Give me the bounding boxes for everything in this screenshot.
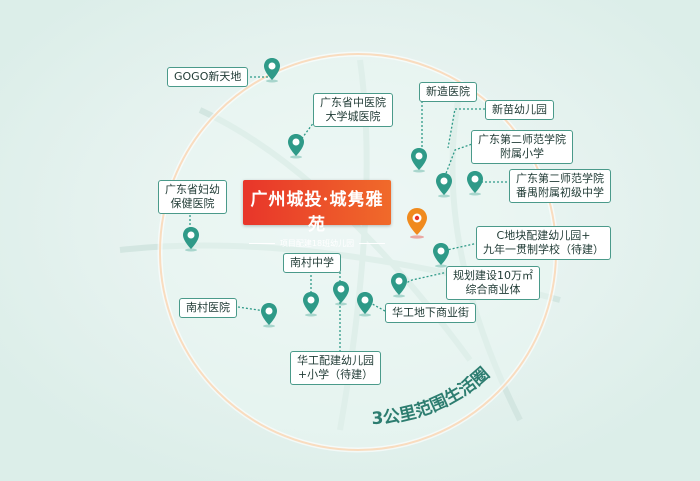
poi-label-xinmiao-kindergarten[interactable]: 新苗幼儿园 — [485, 100, 554, 120]
map-pin-icon[interactable] — [301, 291, 321, 317]
map-pin-icon[interactable] — [389, 272, 409, 298]
map-pin-icon[interactable] — [434, 172, 454, 198]
poi-label-c-plot-school[interactable]: C地块配建幼儿园+ 九年一贯制学校（待建） — [476, 226, 611, 260]
map-pin-icon[interactable] — [465, 170, 485, 196]
project-location-pin-icon[interactable] — [405, 207, 429, 239]
map-pin-icon[interactable] — [355, 291, 375, 317]
poi-label-nancun-hospital[interactable]: 南村医院 — [179, 298, 237, 318]
poi-label-maternal-hospital[interactable]: 广东省妇幼 保健医院 — [158, 180, 227, 214]
project-title: 广州城投·城隽雅苑 — [250, 190, 384, 235]
poi-label-second-normal-primary[interactable]: 广东第二师范学院 附属小学 — [471, 130, 573, 164]
map-pin-icon[interactable] — [181, 226, 201, 252]
poi-label-gogo[interactable]: GOGO新天地 — [167, 67, 249, 87]
poi-label-second-normal-junior[interactable]: 广东第二师范学院 番禺附属初级中学 — [509, 169, 611, 203]
map-pin-icon[interactable] — [262, 57, 282, 83]
poi-label-scut-underground-street[interactable]: 华工地下商业街 — [385, 303, 476, 323]
map-pin-icon[interactable] — [286, 133, 306, 159]
poi-label-planned-commercial[interactable]: 规划建设10万㎡ 综合商业体 — [446, 266, 540, 300]
poi-label-nancun-middle-school[interactable]: 南村中学 — [283, 253, 341, 273]
map-pin-icon[interactable] — [409, 147, 429, 173]
poi-label-xinzao-hospital[interactable]: 新造医院 — [419, 82, 477, 102]
project-title-card: 广州城投·城隽雅苑 项目配建18班幼儿园 — [243, 180, 391, 248]
map-pin-icon[interactable] — [431, 242, 451, 268]
map-pin-icon[interactable] — [259, 302, 279, 328]
project-subtitle: 项目配建18班幼儿园 — [243, 238, 391, 249]
poi-label-scut-kindergarten[interactable]: 华工配建幼儿园 +小学（待建） — [290, 351, 381, 385]
poi-label-tcm-hospital[interactable]: 广东省中医院 大学城医院 — [313, 93, 393, 127]
map-pin-icon[interactable] — [331, 280, 351, 306]
